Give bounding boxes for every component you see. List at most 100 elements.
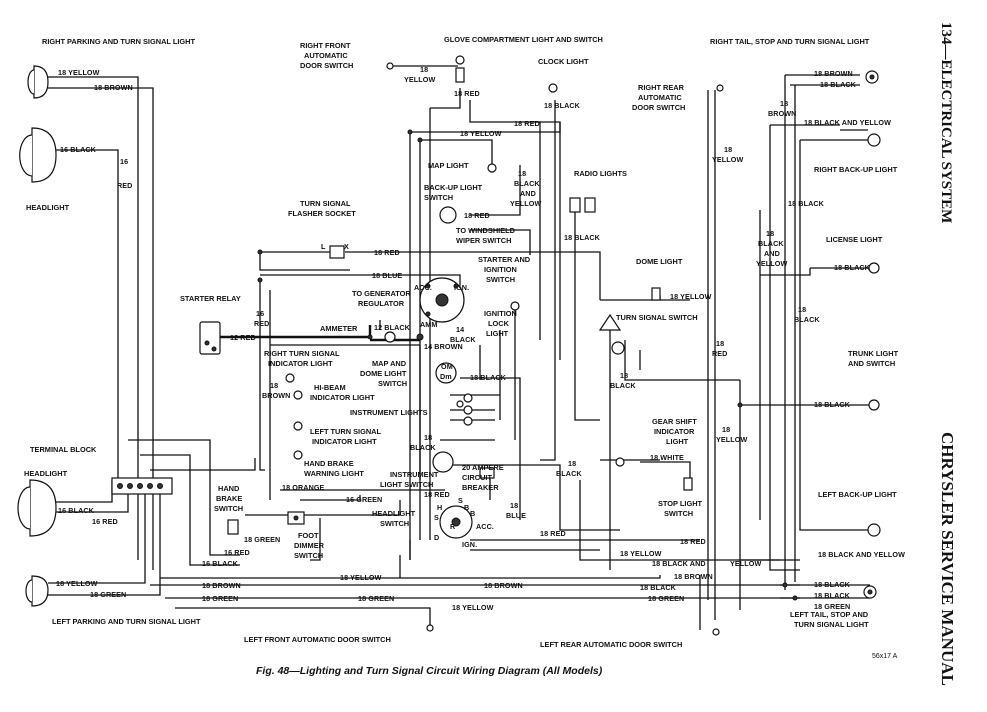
label-ign-2: IGNITION [484, 265, 517, 274]
label-rr-door-3: DOOR SWITCH [632, 103, 685, 112]
label-flasher-1: TURN SIGNAL [300, 199, 351, 208]
label-right-parking: RIGHT PARKING AND TURN SIGNAL LIGHT [42, 37, 195, 46]
wire-label: 18 WHITE [650, 453, 684, 462]
wire-label: 18 BROWN [94, 83, 133, 92]
label-right-backup: RIGHT BACK-UP LIGHT [814, 165, 898, 174]
label-lts-1: LEFT TURN SIGNAL [310, 427, 382, 436]
hand-brake-switch-symbol [227, 519, 239, 535]
wire-label: 18 BLACK AND YELLOW [818, 550, 905, 559]
wire-label: 18 GREEN [202, 594, 238, 603]
wire-label: 14 BROWN [424, 342, 463, 351]
label-terminal-block: TERMINAL BLOCK [30, 445, 97, 454]
term-om: OM [441, 362, 453, 371]
wire-label: 18 BLACK [814, 400, 851, 409]
wire-label: 16 RED [224, 548, 250, 557]
wire-label: 18 BROWN [814, 69, 853, 78]
wire-label: YELLOW [756, 259, 787, 268]
label-hibeam-1: HI-BEAM [314, 383, 346, 392]
label-map-dome-3: SWITCH [378, 379, 407, 388]
wire-label: BLACK [410, 443, 436, 452]
label-lr-door: LEFT REAR AUTOMATIC DOOR SWITCH [540, 640, 682, 649]
wire-label: 18 [798, 305, 806, 314]
wire-label: 18 BLACK [564, 233, 601, 242]
wire-label: 18 BROWN [202, 581, 241, 590]
wire-label: 16 RED [92, 517, 118, 526]
wire-label: 12 BLACK [374, 323, 411, 332]
label-lf-door: LEFT FRONT AUTOMATIC DOOR SWITCH [244, 635, 391, 644]
hibeam-indicator-symbol [293, 390, 303, 400]
wire-label: YELLOW [716, 435, 747, 444]
label-lock-1: IGNITION [484, 309, 517, 318]
wire-label: 18 YELLOW [460, 129, 502, 138]
label-map-light: MAP LIGHT [428, 161, 469, 170]
label-left-parking: LEFT PARKING AND TURN SIGNAL LIGHT [52, 617, 201, 626]
left-backup-symbol [867, 523, 881, 537]
label-rr-door-1: RIGHT REAR [638, 83, 685, 92]
label-dimmer-3: SWITCH [294, 551, 323, 560]
label-rts-2: INDICATOR LIGHT [268, 359, 333, 368]
glove-light-symbol [455, 55, 465, 83]
label-headlight-lower: HEADLIGHT [24, 469, 68, 478]
turn-signal-switch-symbol [598, 313, 625, 355]
label-rts-1: RIGHT TURN SIGNAL [264, 349, 340, 358]
wire-label: YELLOW [404, 75, 435, 84]
wire-label: 18 GREEN [244, 535, 280, 544]
figure-ref: 56x17 A [872, 653, 898, 660]
wire-label: 14 [456, 325, 464, 334]
wire-label: YELLOW [510, 199, 541, 208]
term-acc2: ACC. [476, 522, 494, 531]
wire-label: RED [712, 349, 727, 358]
rf-door-switch-symbol [386, 62, 394, 70]
wire-label: 18 BLACK [470, 373, 507, 382]
label-rf-door-2: AUTOMATIC [304, 51, 348, 60]
label-glove: GLOVE COMPARTMENT LIGHT AND SWITCH [444, 35, 603, 44]
wire-label: 18 BLACK [814, 580, 851, 589]
label-wiper-2: WIPER SWITCH [456, 236, 511, 245]
wire-label: AND [520, 189, 536, 198]
wire-label: 18 GREEN [358, 594, 394, 603]
wire-label: 16 BLACK [60, 145, 97, 154]
dome-light-symbol [651, 287, 661, 301]
license-light-symbol [868, 262, 880, 274]
wire-network [48, 65, 870, 630]
wire-label: BROWN [768, 109, 796, 118]
wire-label: 18 BROWN [484, 581, 523, 590]
label-to-gen-1: TO GENERATOR [352, 289, 411, 298]
map-light-symbol [487, 163, 497, 173]
label-dome: DOME LIGHT [636, 257, 683, 266]
wire-label: YELLOW [712, 155, 743, 164]
wire-label: 18 RED [540, 529, 566, 538]
label-trunk-1: TRUNK LIGHT [848, 349, 899, 358]
label-hb-sw-2: BRAKE [216, 494, 242, 503]
wire-label: 18 YELLOW [56, 579, 98, 588]
label-brake-warn-2: WARNING LIGHT [304, 469, 364, 478]
wire-label: 16 [256, 309, 264, 318]
label-left-tail-2: TURN SIGNAL LIGHT [794, 620, 869, 629]
label-starter-relay: STARTER RELAY [180, 294, 241, 303]
wire-label: 18 [424, 433, 432, 442]
figure-caption: Fig. 48—Lighting and Turn Signal Circuit… [256, 665, 603, 677]
label-breaker-2: CIRCUIT [462, 473, 492, 482]
label-dimmer-2: DIMMER [294, 541, 325, 550]
wire-label: 18 BLACK [820, 80, 857, 89]
backup-switch-symbol [439, 206, 457, 224]
wire-label: 18 [620, 371, 628, 380]
label-flasher-2: FLASHER SOCKET [288, 209, 356, 218]
wire-label: 18 [724, 145, 732, 154]
term-amm: AMM [420, 320, 437, 329]
term-b: B [464, 503, 469, 512]
gear-indicator-symbol [615, 457, 625, 467]
lf-door-switch-symbol [426, 624, 434, 632]
lr-door-switch-symbol [712, 628, 720, 636]
wire-label: 18 [420, 65, 428, 74]
term-ign2: IGN. [462, 540, 477, 549]
label-brake-warn-1: HAND BRAKE [304, 459, 354, 468]
wire-label: 18 [722, 425, 730, 434]
circuit-breaker-symbol [479, 467, 495, 479]
ignition-switch-symbol [419, 277, 465, 323]
wire-label: 18 RED [374, 248, 400, 257]
wire-label: 16 BLACK [202, 559, 239, 568]
lock-light-symbol [510, 301, 520, 311]
label-rf-door-1: RIGHT FRONT [300, 41, 351, 50]
